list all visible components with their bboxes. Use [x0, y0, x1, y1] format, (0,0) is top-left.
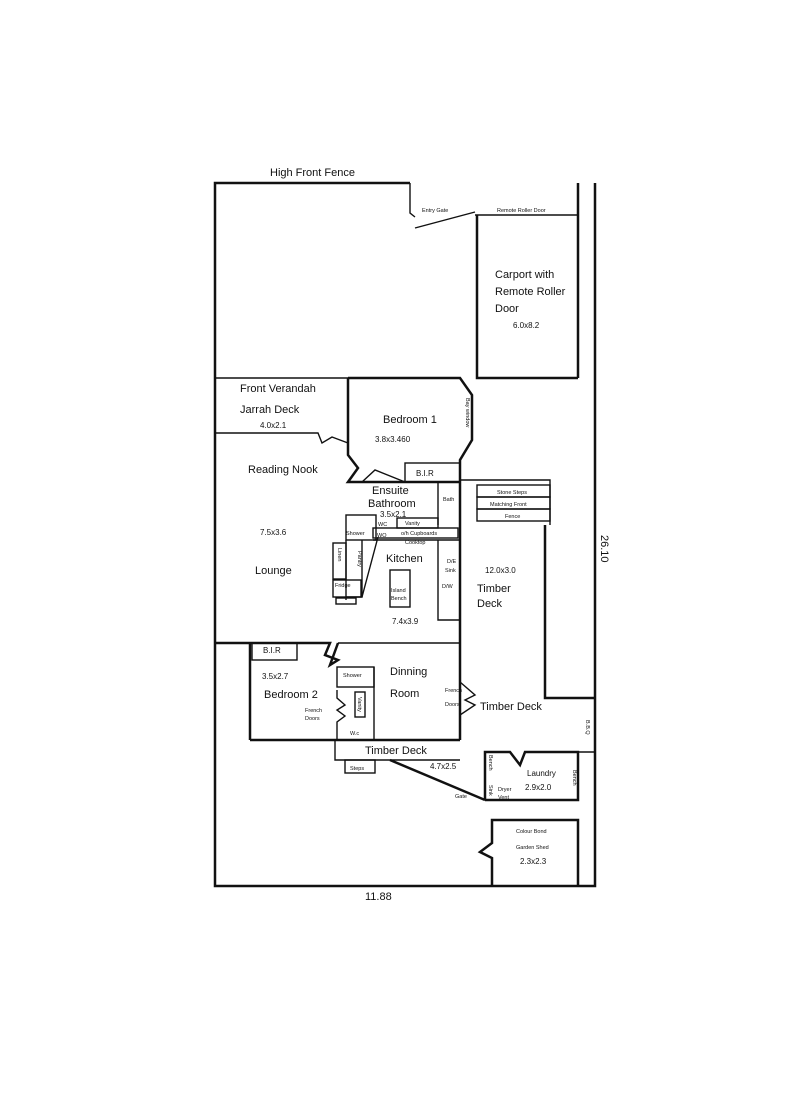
dining-label-1: Dinning [390, 666, 427, 678]
kitchen-size: 7.4x3.9 [392, 617, 419, 626]
shed-label-1: Colour Bond [516, 829, 547, 835]
ensuite-label-2: Bathroom [368, 498, 416, 510]
island-label-1: Island [391, 588, 406, 594]
carport-label-3: Door [495, 303, 519, 315]
deck3-size: 4.7x2.5 [430, 762, 457, 771]
sink-label: Sink [445, 568, 456, 574]
matching-fence-2: Fence [505, 514, 520, 520]
jarrah-size: 4.0x2.1 [260, 421, 287, 430]
french-doors2-1: French [445, 688, 462, 694]
bay-window-label: Bay window [464, 398, 470, 427]
carport-label-2: Remote Roller [495, 286, 566, 298]
vanity2-label: Vanity [356, 697, 362, 712]
cupboards-label: o/h Cupboards [401, 531, 437, 537]
dw-label: D/W [442, 584, 454, 590]
fridge-label: Fridge [335, 583, 351, 589]
bench2-label: Bench [571, 770, 577, 786]
laundry-label: Laundry [527, 769, 556, 778]
dryer-vent-2: Vent [498, 795, 509, 801]
wo-label: WO [377, 533, 387, 539]
bedroom1-label: Bedroom 1 [383, 414, 437, 426]
french-doors-1: French [305, 708, 322, 714]
length-dimension: 26.10 [598, 535, 610, 563]
island-label-2: Bench [391, 596, 407, 602]
linen-label: Linen [336, 548, 342, 561]
jarrah-label: Jarrah Deck [240, 404, 300, 416]
timber-deck-label-2: Deck [477, 598, 503, 610]
matching-fence-1: Matching Front [490, 502, 527, 508]
entry-gate-label: Entry Gate [422, 208, 448, 214]
vanity-label: Vanity [405, 521, 420, 527]
bath-label: Bath [443, 497, 454, 503]
shed-label-2: Garden Shed [516, 845, 549, 851]
bir2-label: B.I.R [263, 646, 281, 655]
timber-deck3-label: Timber Deck [365, 745, 427, 757]
stone-steps-label: Stone Steps [497, 490, 527, 496]
reading-nook-label: Reading Nook [248, 464, 318, 476]
timber-deck2-label: Timber Deck [480, 701, 542, 713]
ensuite-label-1: Ensuite [372, 485, 409, 497]
verandah-label: Front Verandah [240, 383, 316, 395]
bedroom2-label: Bedroom 2 [264, 689, 318, 701]
carport-size: 6.0x8.2 [513, 321, 540, 330]
walls [213, 181, 597, 888]
shower1-label: Shower [346, 531, 365, 537]
roller-door-label: Remote Roller Door [497, 208, 546, 214]
steps-label: Steps [350, 766, 364, 772]
timber-deck-size: 12.0x3.0 [485, 566, 516, 575]
dryer-vent-1: Dryer [498, 787, 512, 793]
french-doors-2: Doors [305, 716, 320, 722]
french-doors2-2: Doors [445, 702, 460, 708]
bedroom2-size: 3.5x2.7 [262, 672, 289, 681]
pantry-label: Pantry [356, 551, 362, 567]
fence-label: High Front Fence [270, 167, 355, 179]
labels: High Front Fence Entry Gate Remote Rolle… [240, 167, 610, 903]
kitchen-label: Kitchen [386, 553, 423, 565]
lounge-size: 7.5x3.6 [260, 528, 287, 537]
ensuite-size: 3.5x2.1 [380, 510, 407, 519]
wc-label: WC [378, 522, 387, 528]
cooktop-label: Cooktop [405, 540, 426, 546]
de-label: D/E [447, 559, 457, 565]
shower2-label: Shower [343, 673, 362, 679]
timber-deck-label-1: Timber [477, 583, 511, 595]
bbq-label: B.B.Q [584, 720, 590, 735]
width-dimension: 11.88 [365, 891, 392, 903]
gate2-label: Gate [455, 794, 467, 800]
laundry-size: 2.9x2.0 [525, 783, 552, 792]
bench1-label: Bench [487, 755, 493, 771]
shed-size: 2.3x2.3 [520, 857, 547, 866]
wc2-label: W.c [350, 731, 359, 737]
carport-label-1: Carport with [495, 269, 554, 281]
lounge-label: Lounge [255, 565, 292, 577]
bedroom1-size: 3.8x3.460 [375, 435, 411, 444]
bir1-label: B.I.R [416, 469, 434, 478]
sink2-label: Sink [487, 785, 493, 796]
dining-label-2: Room [390, 688, 419, 700]
